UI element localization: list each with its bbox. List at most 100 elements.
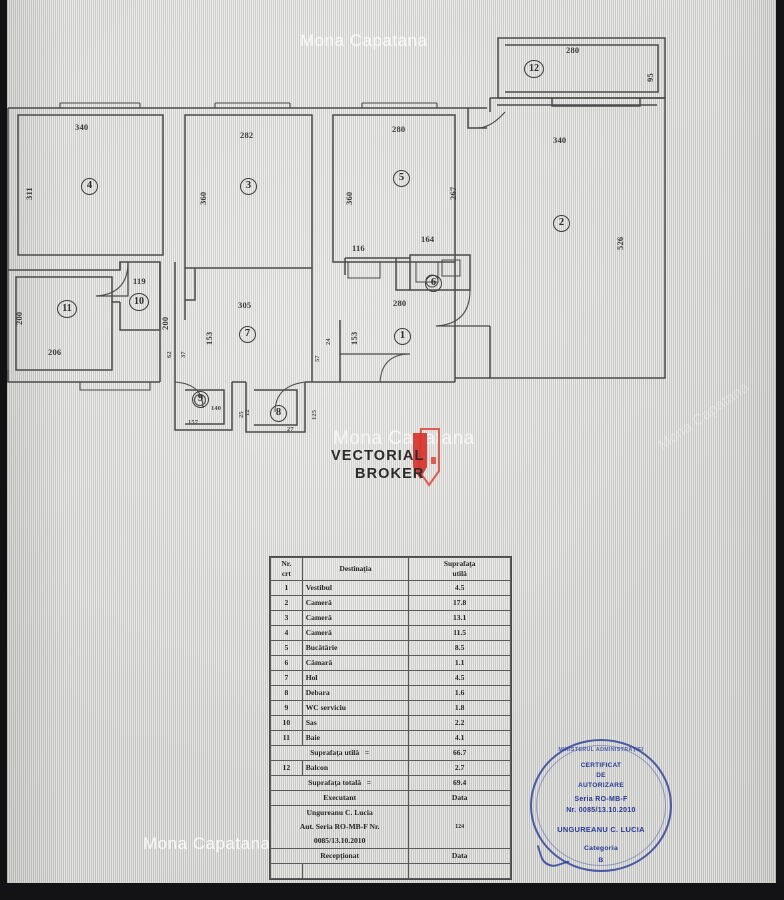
vectorial-broker-logo: VECTORIAL BROKER — [331, 428, 461, 499]
scanned-paper-sheet — [6, 0, 776, 884]
table-row-total: Suprafaţa totală =69.4 — [269, 775, 511, 791]
dim-r6-left: 116 — [352, 243, 365, 253]
stamp-outer-ring — [530, 739, 672, 872]
authorization-stamp: MINISTERUL ADMINISTRAŢIEI CERTIFICAT DE … — [524, 735, 678, 875]
cell-signature-value: 124 — [408, 805, 511, 849]
dim-57: 57 — [314, 355, 321, 362]
dim-r2-top: 340 — [553, 135, 567, 145]
dim-12: 12 — [244, 409, 251, 416]
cell-destination: Cameră — [301, 610, 410, 626]
cell-destination: Sas — [301, 715, 410, 731]
broker-logo-mark-icon — [413, 428, 440, 487]
dim-r8-bottom: 27 — [287, 426, 294, 433]
cell-nr: 4 — [270, 625, 303, 641]
cell-nr: 7 — [270, 670, 303, 686]
dim-r4-left: 311 — [24, 187, 34, 200]
dim-r11-bottom: 206 — [48, 347, 62, 357]
stamp-number: Nr. 0085/13.10.2010 — [566, 807, 636, 814]
room-badge-3: 3 — [240, 178, 257, 195]
cell-surface: 13.1 — [408, 610, 511, 626]
room-badge-7: 7 — [239, 326, 256, 343]
stamp-holder-name: UNGUREANU C. LUCIA — [557, 825, 645, 834]
floor-plan-svg — [7, 37, 666, 433]
cell-total-value: 69.4 — [408, 775, 511, 791]
cell-nr: 2 — [270, 595, 303, 611]
header-destination: Destinația — [301, 557, 410, 581]
cell-surface: 11.5 — [408, 625, 511, 641]
scan-edge-bottom — [0, 883, 784, 900]
dim-r3-left: 360 — [198, 191, 208, 205]
dim-r10-left: 200 — [160, 316, 170, 330]
room-badge-4: 4 — [81, 178, 98, 195]
dim-r7-left: 153 — [204, 331, 214, 345]
stamp-category-value: B — [598, 857, 604, 864]
dim-r1-top: 280 — [393, 298, 407, 308]
room-badge-9: 9 — [192, 391, 209, 408]
cell-surface: 4.1 — [408, 730, 511, 746]
scan-edge-right — [776, 0, 784, 900]
cell-nr: 5 — [270, 640, 303, 656]
cell-nr: 11 — [270, 730, 303, 746]
room-badge-1: 1 — [394, 328, 411, 345]
cell-subtotal-label: Suprafaţa utilă = — [269, 745, 410, 761]
cell-destination: WC serviciu — [301, 700, 410, 716]
table-row-blank — [270, 863, 511, 879]
room-badge-11: 11 — [57, 300, 77, 318]
dim-r5-right: 267 — [448, 186, 458, 200]
dim-r7-right: 153 — [349, 331, 359, 345]
room-badge-5: 5 — [393, 170, 410, 187]
logo-line-2: BROKER — [355, 466, 425, 482]
room-badge-10: 10 — [129, 293, 149, 311]
cell-surface: 4.5 — [408, 580, 511, 596]
stamp-line-3: AUTORIZARE — [577, 782, 625, 789]
dim-37: 37 — [180, 351, 187, 358]
floor-plan-drawing — [7, 37, 666, 433]
scan-edge-left — [0, 0, 7, 900]
room-badge-12: 12 — [524, 60, 544, 78]
cell-nr: 6 — [270, 655, 303, 671]
cell-surface: 4.5 — [408, 670, 511, 686]
cell-destination: Hol — [301, 670, 410, 686]
dim-r5-left: 360 — [344, 191, 354, 205]
stamp-inner-ring — [536, 745, 666, 866]
cell-surface: 1.6 — [408, 685, 511, 701]
cell-destination: Debara — [301, 685, 410, 701]
room-badge-8: 8 — [270, 405, 287, 422]
dim-r8-right: 125 — [311, 409, 318, 420]
stamp-line-2: DE — [596, 772, 606, 779]
cell-nr: 12 — [270, 760, 303, 776]
dim-r11-left: 200 — [14, 311, 24, 325]
cell-nr: 10 — [270, 715, 303, 731]
cell-surface: 2.7 — [408, 760, 511, 776]
cell-blank — [408, 863, 511, 879]
cell-total-label: Suprafaţa totală = — [269, 775, 410, 791]
dim-r4-top: 340 — [75, 122, 89, 132]
cell-destination: Bucătărie — [301, 640, 410, 656]
cell-destination: Cameră — [301, 595, 410, 611]
cell-blank — [301, 863, 410, 879]
dim-r12-top: 280 — [566, 45, 580, 55]
dim-r10-top: 119 — [133, 276, 146, 286]
dim-r5-top: 280 — [392, 124, 406, 134]
logo-line-1: VECTORIAL — [331, 448, 425, 464]
dim-r9-bottom: 157 — [188, 419, 199, 426]
cell-destination: Baie — [301, 730, 410, 746]
stamp-seria: Seria RO-MB-F — [574, 796, 628, 803]
cell-executant-date: Data — [408, 790, 511, 806]
